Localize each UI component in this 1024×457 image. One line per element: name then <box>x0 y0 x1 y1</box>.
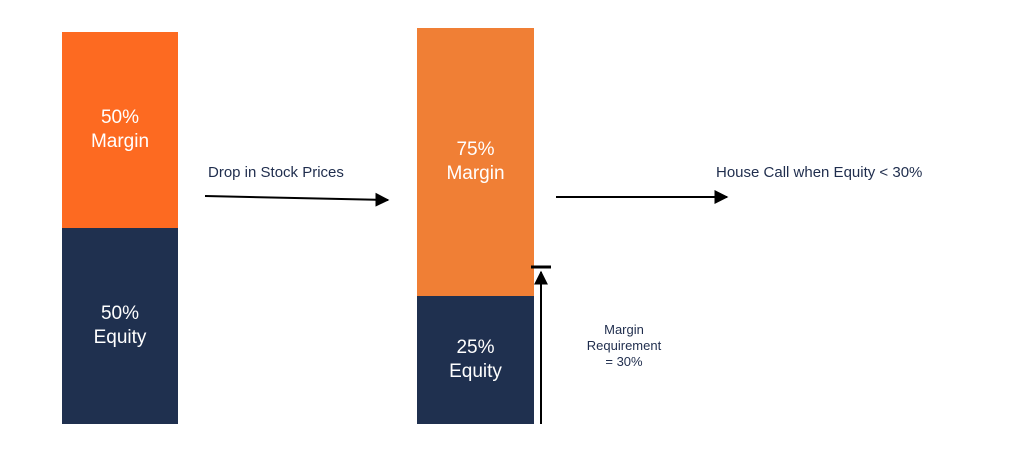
transition-arrow <box>204 192 390 207</box>
margin-requirement-label: Margin Requirement = 30% <box>564 322 684 370</box>
left-margin-label: Margin <box>90 131 150 152</box>
right-margin-label: Margin <box>446 163 505 184</box>
right-equity-block: 25% Equity <box>417 296 534 424</box>
right-equity-label: Equity <box>449 361 502 382</box>
transition-label: Drop in Stock Prices <box>208 164 344 181</box>
right-margin-percent: 75% <box>456 139 495 160</box>
left-margin-percent: 50% <box>100 107 140 128</box>
left-equity-percent: 50% <box>100 303 140 324</box>
outcome-label: House Call when Equity < 30% <box>716 164 923 181</box>
margin-requirement-line1: Margin <box>604 322 644 337</box>
left-equity-block: 50% Equity <box>62 228 178 424</box>
right-margin-block: 75% Margin <box>417 28 534 296</box>
margin-requirement-line2: Requirement <box>586 338 662 353</box>
margin-requirement-line3: = 30% <box>605 354 643 369</box>
right-equity-percent: 25% <box>456 337 495 358</box>
left-margin-block: 50% Margin <box>62 32 178 228</box>
left-equity-label: Equity <box>93 327 147 348</box>
